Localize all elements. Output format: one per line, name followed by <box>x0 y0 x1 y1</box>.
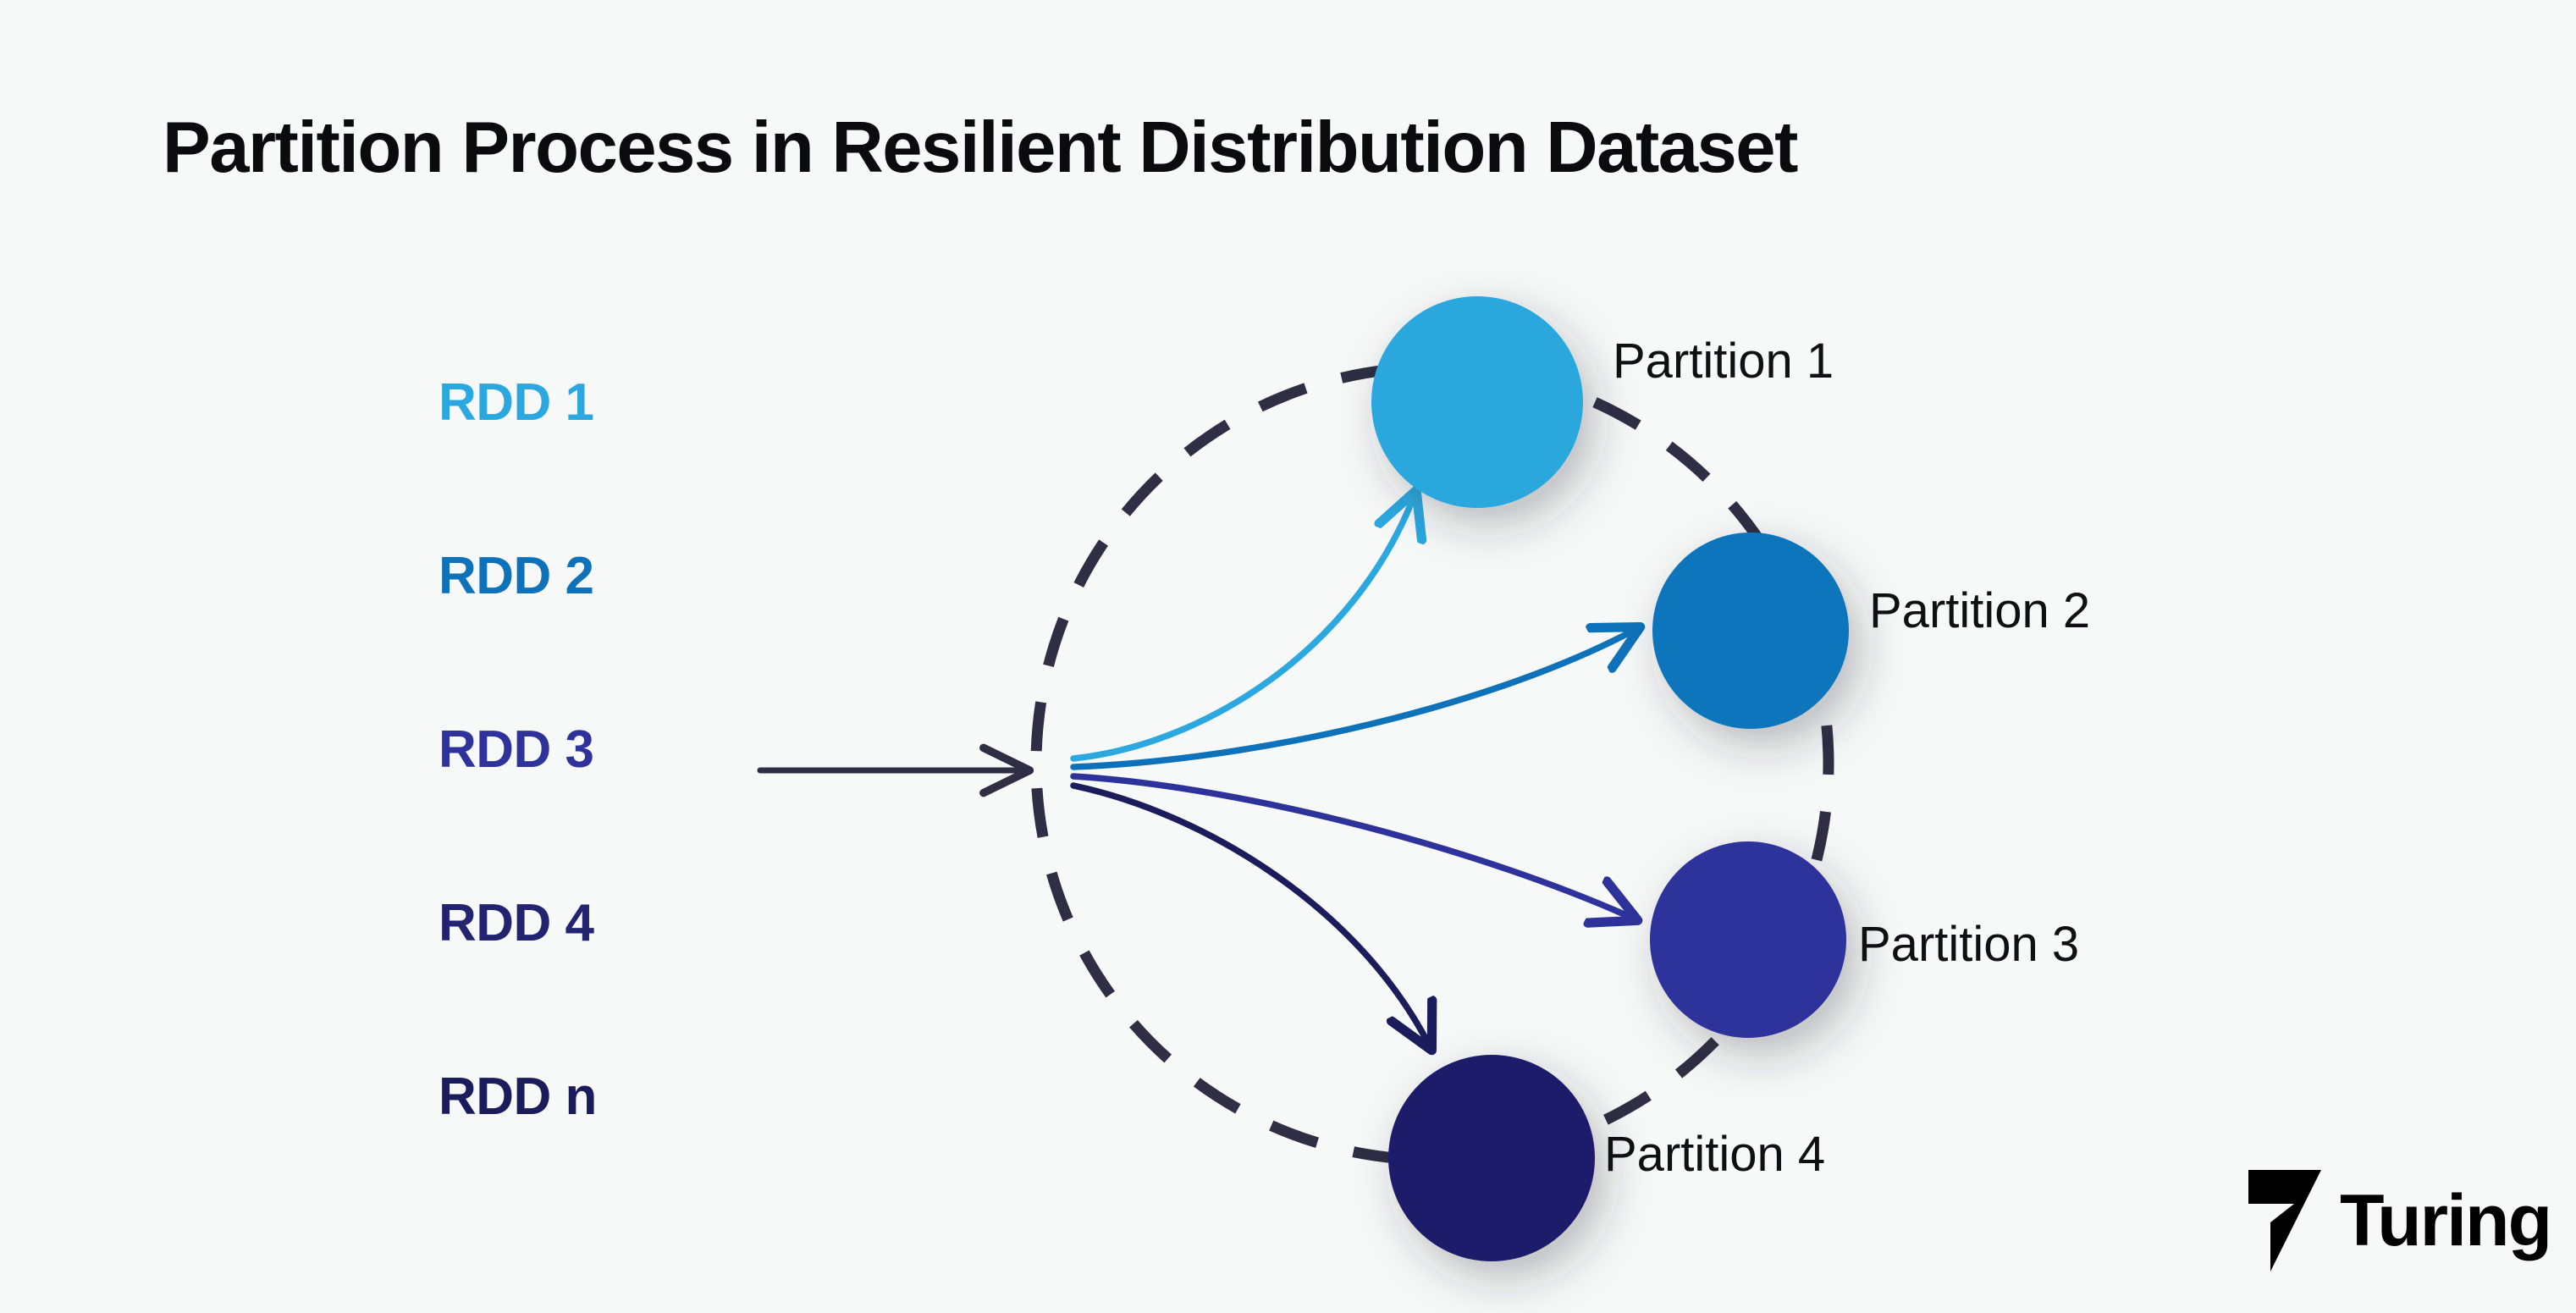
flow-curve-partition-3 <box>1070 773 1636 919</box>
partition-label-4: Partition 4 <box>1604 1127 1826 1182</box>
flow-curve-partition-4 <box>1070 782 1431 1048</box>
rdd-item-3: RDD 3 <box>439 720 594 779</box>
page-title: Partition Process in Resilient Distribut… <box>163 108 1798 188</box>
rdd-list: RDD 1 RDD 2 RDD 3 RDD 4 RDD n <box>439 372 597 1240</box>
partition-node-3[interactable] <box>1650 841 1846 1038</box>
flow-curve-partition-1 <box>1070 493 1415 762</box>
rdd-item-1: RDD 1 <box>439 373 594 432</box>
partition-node-2[interactable] <box>1652 532 1849 729</box>
partition-node-1[interactable] <box>1371 296 1583 508</box>
turing-wordmark: Turing <box>2340 1180 2552 1261</box>
partition-label-3: Partition 3 <box>1858 917 2080 972</box>
partition-label-1: Partition 1 <box>1613 334 1834 389</box>
turing-logo: Turing <box>2245 1167 2552 1275</box>
rdd-item-5: RDD n <box>439 1068 597 1126</box>
partition-node-4[interactable] <box>1388 1055 1595 1261</box>
partition-label-2: Partition 2 <box>1869 583 2091 638</box>
rdd-item-2: RDD 2 <box>439 547 594 605</box>
rdd-item-4: RDD 4 <box>439 894 594 952</box>
turing-seven-mark <box>2248 1170 2321 1272</box>
flow-curve-partition-2 <box>1070 628 1638 770</box>
